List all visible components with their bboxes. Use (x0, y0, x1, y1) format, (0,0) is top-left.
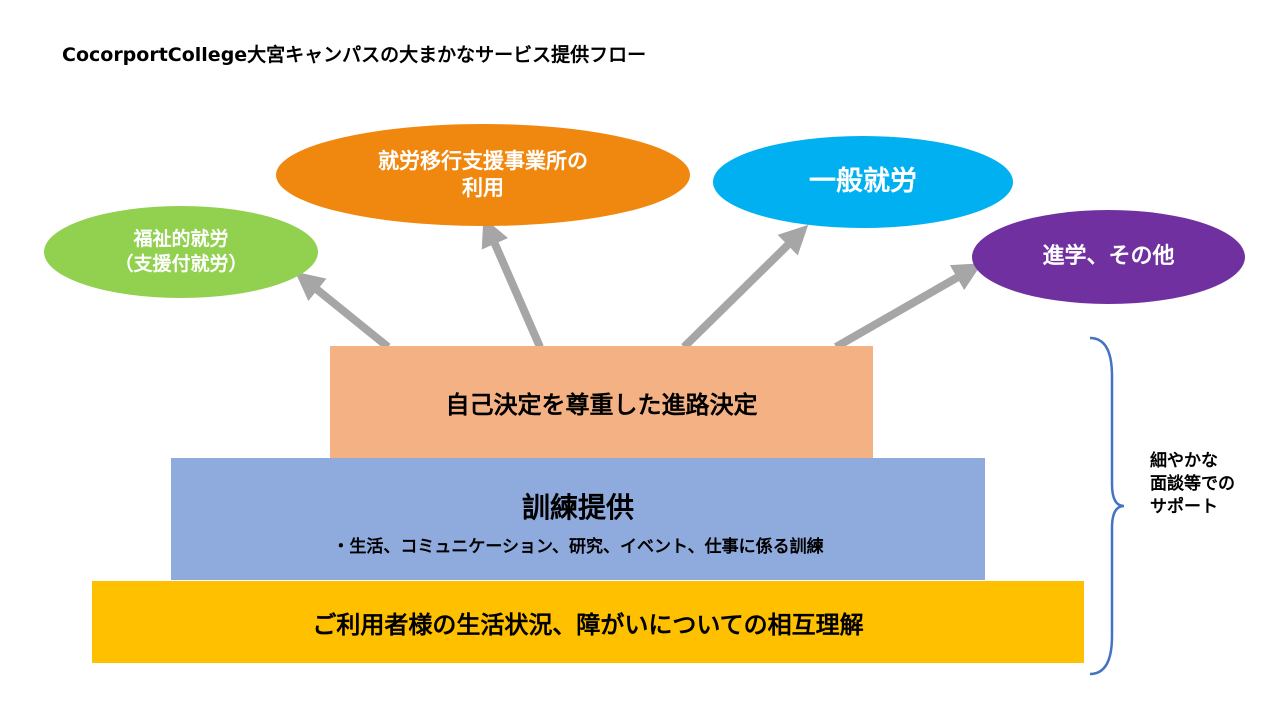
layer-career-decision: 自己決定を尊重した進路決定 (330, 346, 873, 458)
support-note-line2: 面談等での (1150, 473, 1235, 494)
outcome-general-label: 一般就労 (809, 166, 917, 198)
arrow-to-transition (481, 217, 544, 349)
support-note: 細やかな 面談等での サポート (1150, 450, 1235, 519)
diagram-title: CocorportCollege大宮キャンパスの大まかなサービス提供フロー (62, 44, 647, 66)
layer-middle-label: 訓練提供 (521, 490, 634, 524)
outcome-welfare-employment: 福祉的就労 （支援付就労） (44, 206, 318, 298)
layer-training: 訓練提供 ・生活、コミュニケーション、研究、イベント、仕事に係る訓練 (171, 458, 985, 580)
outcome-transition-line1: 就労移行支援事業所の (378, 148, 588, 173)
layer-mutual-understanding: ご利用者様の生活状況、障がいについての相互理解 (92, 581, 1084, 663)
outcome-transition-support: 就労移行支援事業所の 利用 (276, 124, 690, 226)
layer-middle-detail: ・生活、コミュニケーション、研究、イベント、仕事に係る訓練 (332, 536, 824, 557)
outcome-further-education: 進学、その他 (972, 210, 1245, 304)
support-note-line3: サポート (1150, 496, 1218, 517)
layer-bottom-label: ご利用者様の生活状況、障がいについての相互理解 (312, 610, 864, 639)
outcome-further-label: 進学、その他 (1042, 243, 1175, 269)
outcome-general-employment: 一般就労 (713, 136, 1013, 228)
outcome-welfare-line1: 福祉的就労 (133, 228, 229, 251)
arrow-to-general (681, 224, 809, 350)
support-note-line1: 細やかな (1150, 451, 1218, 471)
arrow-to-further (834, 263, 982, 351)
arrow-to-welfare (295, 271, 391, 351)
outcome-welfare-line2: （支援付就労） (114, 253, 248, 275)
support-brace (1089, 336, 1125, 676)
layer-top-label: 自己決定を尊重した進路決定 (445, 390, 758, 419)
outcome-transition-line2: 利用 (462, 176, 504, 200)
